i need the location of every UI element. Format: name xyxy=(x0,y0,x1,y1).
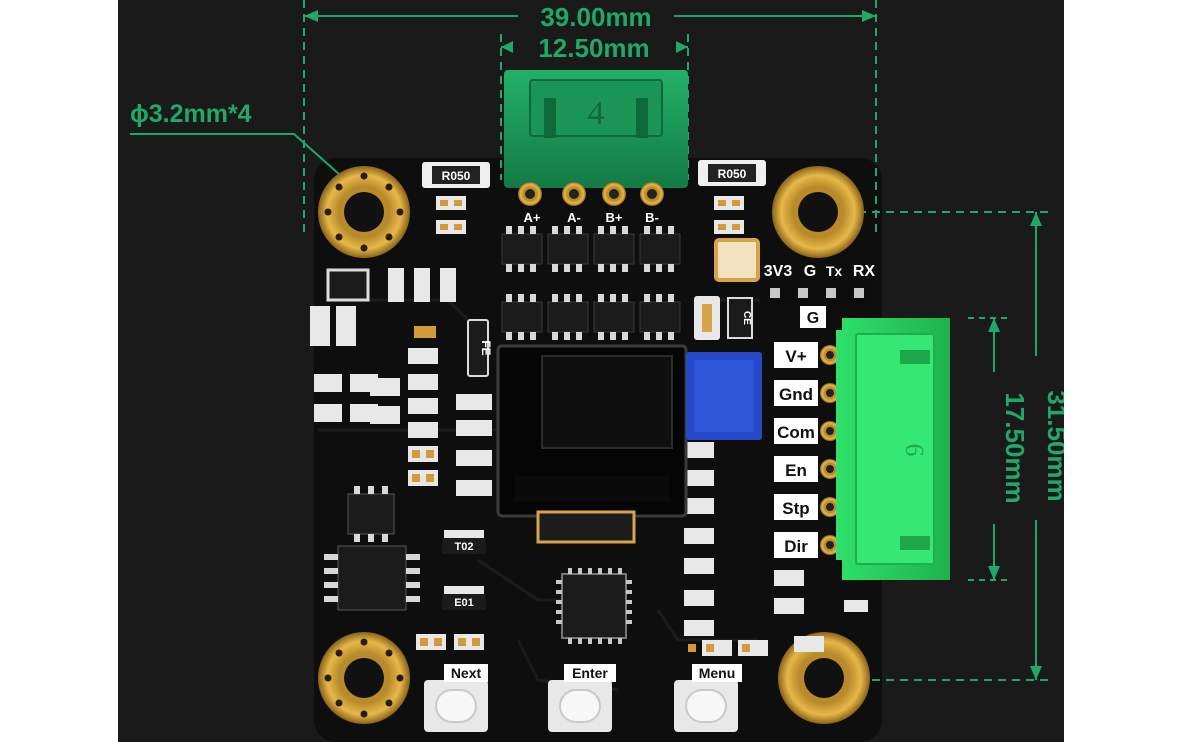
next-button-label: Next xyxy=(451,665,482,681)
enter-button[interactable] xyxy=(548,680,612,732)
connector-top-label: G xyxy=(807,310,819,327)
control-connector-number: 6 xyxy=(900,444,929,457)
resistor-left xyxy=(422,162,490,188)
serial-label-tx: Tx xyxy=(826,263,843,279)
mount-hole-top-left xyxy=(318,166,410,258)
control-pin-v-plus: V+ xyxy=(785,347,806,366)
control-pin-en: En xyxy=(785,461,807,480)
pin-label-a-minus: A- xyxy=(567,210,581,225)
next-label-box xyxy=(444,664,488,682)
mount-hole-vias xyxy=(324,172,404,718)
control-pin-pads xyxy=(820,345,840,555)
serial-header xyxy=(760,280,878,308)
motor-connector-number: 4 xyxy=(588,95,605,132)
component-mark-fe: FE xyxy=(479,340,493,355)
component-mark-t02: T02 xyxy=(455,541,474,553)
serial-label-rx: RX xyxy=(853,263,876,280)
chip-u2 xyxy=(324,545,420,611)
control-pin-gnd: Gnd xyxy=(779,385,813,404)
menu-button[interactable] xyxy=(674,680,738,732)
connector-top-label-box xyxy=(800,306,826,328)
pin-label-a-plus: A+ xyxy=(524,210,541,225)
serial-label-g: G xyxy=(804,263,816,280)
control-pin-labels xyxy=(774,342,818,558)
mosfet-array xyxy=(501,226,681,340)
mount-hole-bottom-left xyxy=(318,632,410,724)
control-pin-com: Com xyxy=(777,423,815,442)
pcb-illustration: 39.00mm 12.50mm ϕ3.2mm*4 31.50mm 17.50mm… xyxy=(130,0,1064,742)
status-led xyxy=(844,600,868,612)
board-width-label: 39.00mm xyxy=(540,2,651,32)
pin-label-b-plus: B+ xyxy=(606,210,623,225)
enter-label-box xyxy=(564,664,616,682)
mount-hole-top-right xyxy=(772,166,864,258)
motor-connector xyxy=(504,70,688,188)
enter-button-label: Enter xyxy=(572,665,608,681)
pcb-photo: 39.00mm 12.50mm ϕ3.2mm*4 31.50mm 17.50mm… xyxy=(118,0,1064,742)
board-height-label: 31.50mm xyxy=(1042,390,1064,501)
chip-t02 xyxy=(442,538,486,554)
mcu-chip xyxy=(556,568,632,644)
component-mark-e01: E01 xyxy=(454,597,474,609)
serial-label-3v3: 3V3 xyxy=(764,263,793,280)
menu-button-label: Menu xyxy=(699,665,736,681)
control-pin-stp: Stp xyxy=(782,499,809,518)
next-button[interactable] xyxy=(424,680,488,732)
mount-hole-bottom-right xyxy=(778,632,870,724)
resistor-left-label: R050 xyxy=(442,169,471,183)
menu-label-box xyxy=(692,664,742,682)
control-connector xyxy=(836,318,950,580)
chip-e01 xyxy=(442,594,486,610)
resistor-right-label: R050 xyxy=(718,167,747,181)
motor-connector-pins xyxy=(518,182,664,206)
connector-pitch-label: 12.50mm xyxy=(538,33,649,63)
control-pin-dir: Dir xyxy=(784,537,808,556)
chip-u1 xyxy=(347,486,395,542)
connector-span-label: 17.50mm xyxy=(1000,392,1030,503)
smd-components xyxy=(310,196,824,656)
oled-display xyxy=(496,344,688,544)
component-mark-ce: CE xyxy=(741,311,752,325)
potentiometer xyxy=(686,352,762,440)
mount-hole-label: ϕ3.2mm*4 xyxy=(130,100,252,128)
pin-label-b-minus: B- xyxy=(645,210,659,225)
dimension-arrows xyxy=(304,10,1042,680)
resistor-right xyxy=(698,160,766,186)
